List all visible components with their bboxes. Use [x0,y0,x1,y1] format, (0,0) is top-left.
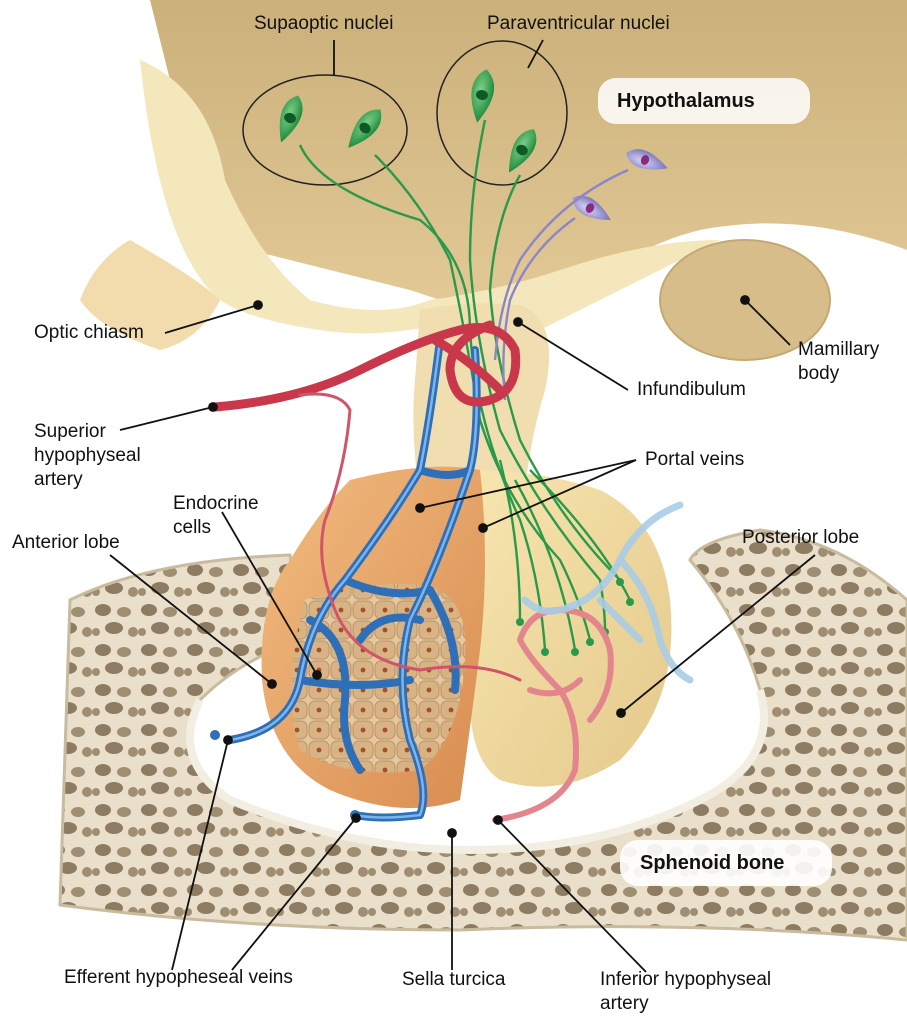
label-sphenoid-bone: Sphenoid bone [640,851,784,875]
label-hypothalamus: Hypothalamus [617,89,755,113]
label-optic-chiasm: Optic chiasm [34,321,144,345]
label-anterior-lobe: Anterior lobe [12,531,120,555]
label-paraventricular-nuclei: Paraventricular nuclei [487,12,670,36]
label-endocrine-cells: Endocrine cells [173,492,259,540]
label-mamillary-line-2: body [798,362,879,386]
label-superior-line-2: hypophyseal [34,444,141,468]
label-supraoptic-nuclei: Supaoptic nuclei [254,12,393,36]
label-inferior-hypophyseal-artery: Inferior hypophyseal artery [600,968,771,1016]
label-endocrine-line-1: Endocrine [173,492,259,516]
label-inferior-line-2: artery [600,992,771,1016]
label-superior-line-1: Superior [34,420,141,444]
label-superior-line-3: artery [34,468,141,492]
label-superior-hypophyseal-artery: Superior hypophyseal artery [34,420,141,492]
label-infundibulum: Infundibulum [637,378,746,402]
label-sella-turcica: Sella turcica [402,968,506,992]
label-posterior-lobe: Posterior lobe [742,526,859,550]
label-mamillary-body: Mamillary body [798,338,879,386]
label-mamillary-line-1: Mamillary [798,338,879,362]
label-endocrine-line-2: cells [173,516,259,540]
label-inferior-line-1: Inferior hypophyseal [600,968,771,992]
label-efferent-hypophyseal-veins: Efferent hypopheseal veins [64,966,293,990]
label-portal-veins: Portal veins [645,448,744,472]
